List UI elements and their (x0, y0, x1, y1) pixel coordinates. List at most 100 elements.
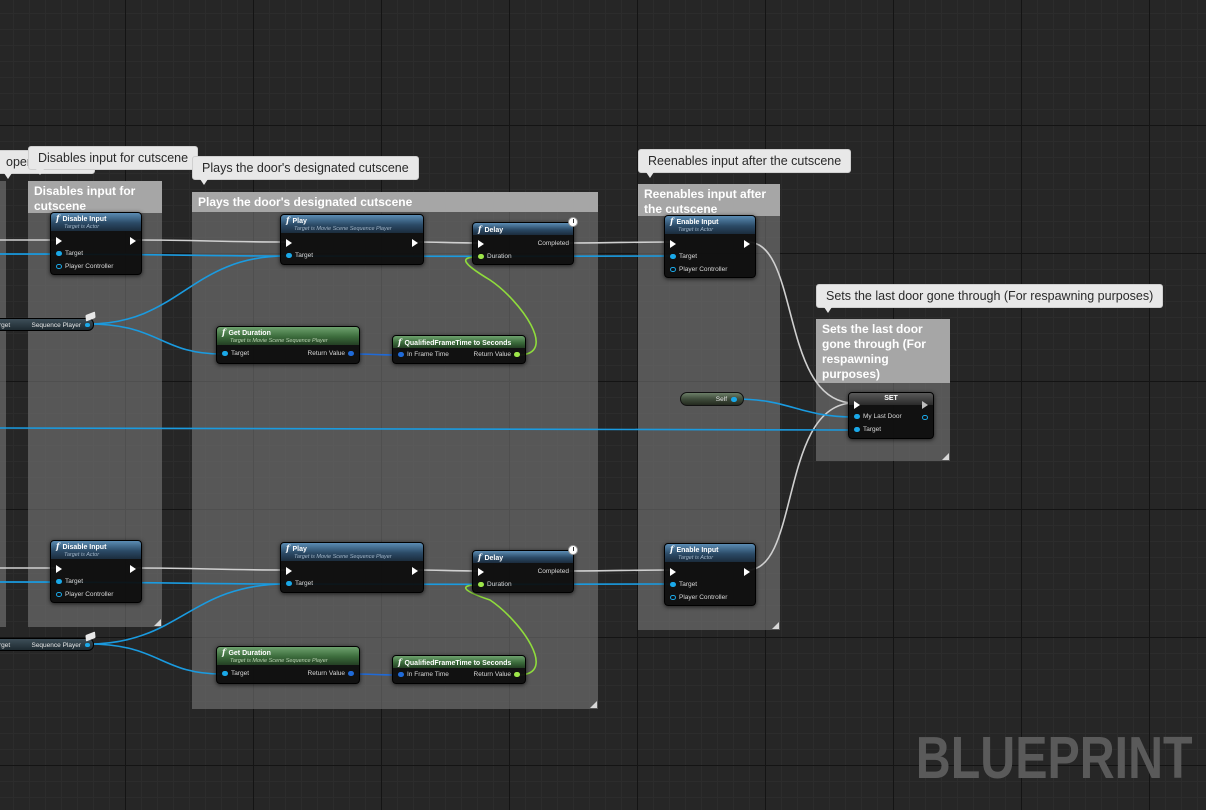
comment-header-reenable-input[interactable]: Reenables input after the cutscene (638, 184, 780, 216)
exec-in-pin[interactable] (286, 239, 292, 247)
comment-header-play-cutscene[interactable]: Plays the door's designated cutscene (192, 192, 598, 212)
clock-icon (568, 545, 578, 555)
self-label: Self (715, 396, 727, 403)
my-last-door-out-pin[interactable] (922, 415, 928, 420)
exec-in-pin[interactable] (670, 568, 676, 576)
comment-bubble-set-last-door[interactable]: Sets the last door gone through (For res… (816, 284, 1164, 313)
exec-in-pin[interactable] (478, 240, 484, 248)
node-title: Get Duration (228, 650, 271, 657)
target-pin[interactable]: Target (670, 253, 697, 261)
set-my-last-door-node[interactable]: SET My Last Door Target (848, 392, 934, 439)
exec-in-pin[interactable] (56, 237, 62, 245)
comment-bubble-play-cutscene[interactable]: Plays the door's designated cutscene (192, 156, 419, 185)
target-pin[interactable]: Target (854, 426, 881, 434)
float-pin-icon (478, 581, 484, 587)
exec-out-pin[interactable] (412, 567, 418, 575)
return-value-pin[interactable]: Return Value (308, 350, 354, 358)
comment-header-set-last-door[interactable]: Sets the last door gone through (For res… (816, 319, 950, 383)
object-pin-icon (854, 413, 860, 419)
return-value-pin[interactable]: Return Value (474, 351, 520, 359)
struct-pin-icon (348, 350, 354, 356)
target-pin[interactable]: Target (56, 578, 83, 586)
exec-out-pin[interactable] (130, 237, 136, 245)
player-controller-pin[interactable]: Player Controller (56, 263, 113, 271)
exec-in-pin[interactable] (670, 240, 676, 248)
float-pin-icon (478, 253, 484, 259)
exec-out-pin[interactable] (744, 568, 750, 576)
comment-header-disable-input[interactable]: Disables input for cutscene (28, 181, 162, 213)
return-value-pin[interactable]: Return Value (308, 670, 354, 678)
sequence-player-variable-bottom[interactable]: rget Sequence Player (0, 631, 96, 651)
object-pin-icon (56, 578, 62, 584)
resize-grip[interactable] (942, 453, 949, 460)
exec-in-pin[interactable] (56, 565, 62, 573)
my-last-door-pin[interactable]: My Last Door (854, 413, 902, 421)
object-pin-hollow-icon (670, 594, 676, 600)
node-subtitle: Target is Movie Scene Sequence Player (294, 226, 392, 232)
comment-box-left-clip[interactable] (0, 181, 6, 627)
self-node[interactable]: Self (680, 392, 744, 406)
comment-bubble-disable-input[interactable]: Disables input for cutscene (28, 146, 199, 175)
float-pin-icon (514, 671, 520, 677)
exec-in-pin[interactable] (854, 401, 860, 409)
comment-bubble-reenable-input[interactable]: Reenables input after the cutscene (638, 149, 852, 178)
exec-out-pin[interactable] (130, 565, 136, 573)
resize-grip[interactable] (590, 701, 597, 708)
duration-pin[interactable]: Duration (478, 581, 512, 589)
clock-icon (568, 217, 578, 227)
node-title: Play (292, 218, 307, 225)
target-pin[interactable]: Target (286, 252, 313, 260)
comment-box-set-last-door[interactable]: Sets the last door gone through (For res… (816, 319, 950, 461)
object-pin-icon[interactable] (85, 323, 90, 327)
duration-pin[interactable]: Duration (478, 253, 512, 261)
struct-pin-icon (398, 671, 404, 677)
comment-box-play-cutscene[interactable]: Plays the door's designated cutscene (192, 192, 598, 709)
return-value-pin[interactable]: Return Value (474, 671, 520, 679)
node-title: QualifiedFrameTime to Seconds (404, 660, 512, 667)
node-title: Disable Input (62, 544, 107, 551)
target-pin[interactable]: Target (286, 580, 313, 588)
exec-out-pin[interactable] (412, 239, 418, 247)
target-pin[interactable]: Target (56, 250, 83, 258)
target-pin[interactable]: Target (222, 670, 249, 678)
sequence-player-label: Sequence Player (31, 642, 81, 649)
object-pin-icon[interactable] (731, 397, 737, 402)
player-controller-pin[interactable]: Player Controller (56, 591, 113, 599)
exec-in-pin[interactable] (286, 567, 292, 575)
object-pin-icon (670, 253, 676, 259)
sequence-player-variable-top[interactable]: rget Sequence Player (0, 311, 96, 331)
exec-out-pin[interactable] (744, 240, 750, 248)
sequence-player-label: Sequence Player (31, 322, 81, 329)
in-frame-time-pin[interactable]: In Frame Time (398, 351, 449, 359)
target-pin[interactable]: Target (222, 350, 249, 358)
node-subtitle: Target is Actor (64, 552, 100, 558)
node-title: QualifiedFrameTime to Seconds (404, 340, 512, 347)
player-controller-pin[interactable]: Player Controller (670, 266, 727, 274)
node-subtitle: Target is Actor (64, 224, 100, 230)
exec-in-pin[interactable] (478, 568, 484, 576)
object-pin-icon[interactable] (85, 643, 90, 647)
resize-grip[interactable] (154, 619, 161, 626)
player-controller-pin[interactable]: Player Controller (670, 594, 727, 602)
exec-out-pin[interactable] (922, 401, 928, 409)
target-pin[interactable]: Target (670, 581, 697, 589)
node-subtitle: Target is Movie Scene Sequence Player (230, 658, 328, 664)
in-frame-time-pin[interactable]: In Frame Time (398, 671, 449, 679)
resize-grip[interactable] (772, 622, 779, 629)
node-subtitle: Target is Movie Scene Sequence Player (230, 338, 328, 344)
completed-pin[interactable]: Completed (537, 240, 569, 247)
completed-pin[interactable]: Completed (537, 568, 569, 575)
